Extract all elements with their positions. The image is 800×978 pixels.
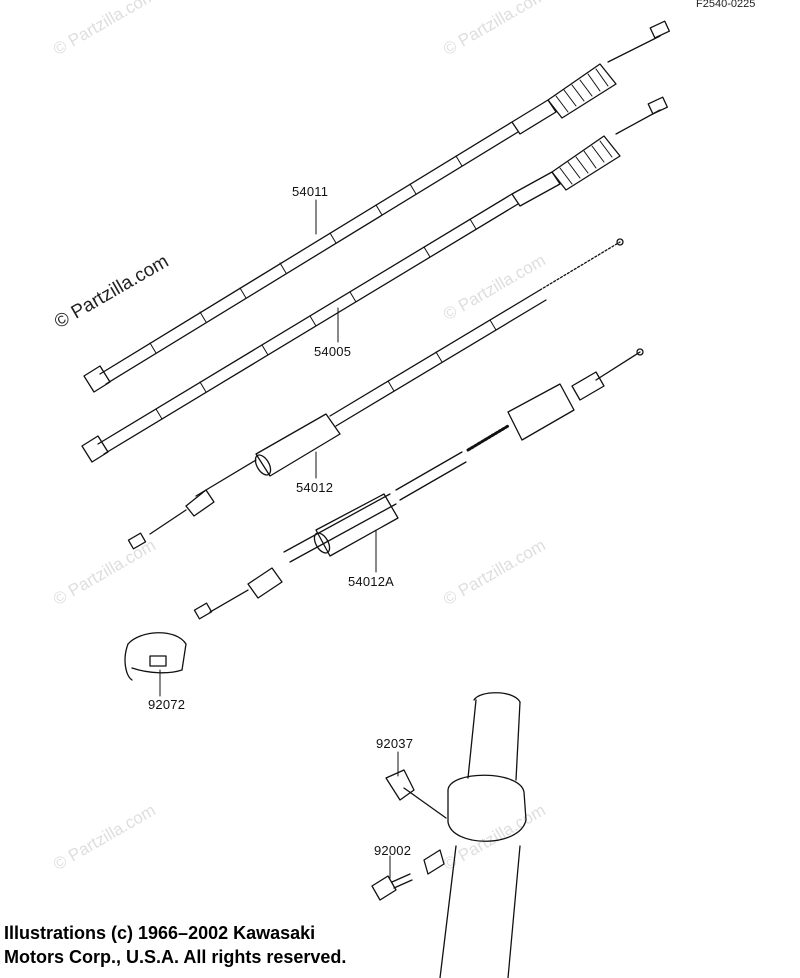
copyright-line-1: Illustrations (c) 1966–2002 Kawasaki <box>4 923 316 943</box>
fork-assembly <box>371 692 527 978</box>
part-label-54012A: 54012A <box>348 574 395 589</box>
cable-54005 <box>81 96 669 463</box>
clamp-92072 <box>124 632 187 681</box>
figure-code: F2540-0225 <box>696 0 756 10</box>
part-label-92037: 92037 <box>376 736 414 751</box>
copyright-line-2: Motors Corp., U.S.A. All rights reserved… <box>4 947 347 967</box>
cable-54011 <box>83 20 671 393</box>
part-label-54005: 54005 <box>314 344 352 359</box>
part-label-92072: 92072 <box>148 697 186 712</box>
part-label-54011: 54011 <box>292 184 329 199</box>
cable-54012A <box>193 348 644 620</box>
part-label-54012: 54012 <box>296 480 334 495</box>
part-label-92002: 92002 <box>374 843 412 858</box>
leader-lines <box>159 199 399 879</box>
cable-54012 <box>127 238 624 550</box>
copyright-notice: Illustrations (c) 1966–2002 Kawasaki Mot… <box>4 921 346 969</box>
